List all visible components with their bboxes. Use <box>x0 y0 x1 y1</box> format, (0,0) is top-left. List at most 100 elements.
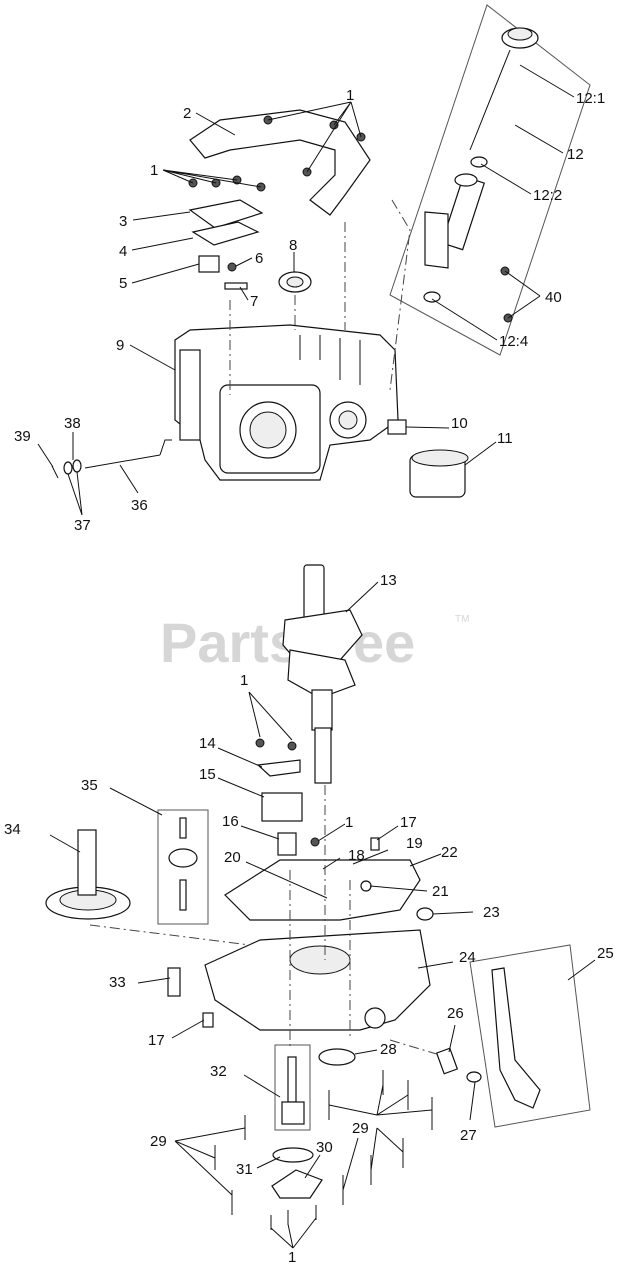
callout-39: 39 <box>14 428 31 445</box>
callout-19: 19 <box>406 835 423 852</box>
callout-12-2: 12:2 <box>533 187 562 204</box>
callout-22: 22 <box>441 844 458 861</box>
callout-18: 18 <box>348 847 365 864</box>
screw-group-bottom <box>270 1205 317 1230</box>
callout-3: 3 <box>119 213 127 230</box>
dowel-pin-bottom <box>202 1012 214 1028</box>
pickup-tube-panel <box>469 944 591 1128</box>
callout-20: 20 <box>224 849 241 866</box>
callout-12: 12 <box>567 146 584 163</box>
oil-seal-bottom <box>318 1048 356 1066</box>
callout-8: 8 <box>289 237 297 254</box>
pump-rotor <box>281 1101 305 1125</box>
pickup-tube <box>491 967 541 1109</box>
drain-cap <box>466 1071 482 1083</box>
oil-filter <box>409 449 469 498</box>
breather-gasket <box>191 221 260 246</box>
callout-29: 29 <box>352 1120 369 1137</box>
leader-lines <box>37 64 596 1249</box>
callout-25: 25 <box>597 945 614 962</box>
breather-reed <box>224 282 248 290</box>
pickup-part <box>277 832 297 856</box>
sump-plug-part <box>416 907 434 921</box>
callout-33: 33 <box>109 974 126 991</box>
callout-28: 28 <box>380 1041 397 1058</box>
callout-9: 9 <box>116 337 124 354</box>
callout-1: 1 <box>288 1249 296 1266</box>
camshaft-gear <box>45 829 131 920</box>
governor-washer-a <box>63 461 73 475</box>
dipstick-o-ring <box>470 156 488 168</box>
callout-24: 24 <box>459 949 476 966</box>
callout-14: 14 <box>199 735 216 752</box>
governor-gear-box <box>157 809 209 925</box>
breather-cover <box>188 199 264 229</box>
screw-sump <box>310 837 320 847</box>
governor-part <box>167 967 181 997</box>
pump-group-box <box>274 1044 311 1131</box>
callout-12-4: 12:4 <box>499 333 528 350</box>
oil-filter-fitting <box>387 419 407 435</box>
callout-7: 7 <box>250 293 258 310</box>
callout-labels: 1 1 2 3 4 5 6 7 8 9 10 11 12 12:1 12:2 1… <box>4 87 614 1266</box>
dipstick-tube <box>424 173 486 269</box>
screw-plate-a <box>255 738 265 748</box>
callout-29: 29 <box>150 1133 167 1150</box>
callout-21: 21 <box>432 883 449 900</box>
pump-shaft <box>287 1056 297 1103</box>
pump-o-ring <box>272 1147 314 1163</box>
callout-1: 1 <box>346 87 354 104</box>
callout-27: 27 <box>460 1127 477 1144</box>
governor-pin <box>51 465 59 479</box>
governor-washer-b <box>72 459 82 473</box>
callout-40: 40 <box>545 289 562 306</box>
callout-35: 35 <box>81 777 98 794</box>
sump-gasket <box>224 859 421 921</box>
crankshaft <box>282 564 363 784</box>
dipstick-tube-o-ring <box>423 291 441 303</box>
callout-31: 31 <box>236 1161 253 1178</box>
callout-1: 1 <box>240 672 248 689</box>
callout-12-1: 12:1 <box>576 90 605 107</box>
callout-37: 37 <box>74 517 91 534</box>
callout-15: 15 <box>199 766 216 783</box>
callout-10: 10 <box>451 415 468 432</box>
dipstick-group-panel <box>389 4 591 356</box>
crankcase <box>174 324 399 481</box>
breather-filter <box>198 255 220 273</box>
callout-36: 36 <box>131 497 148 514</box>
screw-plate-b <box>287 741 297 751</box>
callout-16: 16 <box>222 813 239 830</box>
breather-screw <box>227 262 237 272</box>
dipstick-part <box>469 27 539 151</box>
callout-6: 6 <box>255 250 263 267</box>
callout-32: 32 <box>210 1063 227 1080</box>
callout-38: 38 <box>64 415 81 432</box>
cylinder-baffle <box>189 109 371 216</box>
pump-cover <box>271 1169 323 1199</box>
callout-17: 17 <box>400 814 417 831</box>
governor-gear <box>168 817 198 911</box>
callout-11: 11 <box>497 430 513 447</box>
callout-17: 17 <box>148 1032 165 1049</box>
dowel-pin-top <box>370 837 380 851</box>
oil-screen <box>261 792 303 822</box>
callout-1: 1 <box>345 814 353 831</box>
callout-2: 2 <box>183 105 191 122</box>
callout-13: 13 <box>380 572 397 589</box>
gasket-hole <box>360 880 372 892</box>
callout-5: 5 <box>119 275 127 292</box>
callout-26: 26 <box>447 1005 464 1022</box>
callout-1: 1 <box>150 162 158 179</box>
oil-sump <box>204 929 431 1031</box>
callout-4: 4 <box>119 243 127 260</box>
watermark-tm: TM <box>455 614 469 625</box>
retainer-plate <box>256 759 301 777</box>
drain-valve <box>435 1047 459 1075</box>
callout-30: 30 <box>316 1139 333 1156</box>
callout-23: 23 <box>483 904 500 921</box>
callout-34: 34 <box>4 821 21 838</box>
governor-shaft <box>84 439 172 469</box>
